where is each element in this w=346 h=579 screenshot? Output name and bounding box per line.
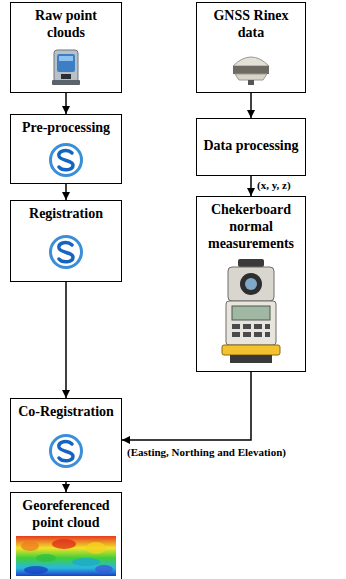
- laser-scanner-picture: [46, 46, 86, 86]
- software-logo: [48, 142, 84, 178]
- gnss-receiver-picture: [229, 46, 273, 86]
- process-box: Georeferenced point cloud: [10, 492, 122, 579]
- software-logo: [48, 433, 84, 469]
- box-title: Chekerboard normal measurements: [197, 202, 305, 252]
- process-box: Pre-processing: [10, 114, 122, 184]
- flow-arrow: [122, 372, 251, 440]
- software-logo: [48, 234, 84, 270]
- box-title: GNSS Rinex data: [197, 8, 305, 42]
- process-box: Registration: [10, 200, 122, 282]
- process-box: Co-Registration: [10, 398, 122, 482]
- flow-arrow: [250, 93, 252, 118]
- point-cloud-picture: [16, 536, 116, 576]
- process-box: GNSS Rinex data: [196, 2, 306, 93]
- box-title: Pre-processing: [11, 120, 121, 137]
- box-title: Registration: [11, 206, 121, 223]
- box-title: Raw point clouds: [11, 8, 121, 42]
- flow-arrow: [65, 482, 67, 492]
- total-station-picture: [216, 257, 286, 365]
- flow-arrow: [250, 176, 252, 196]
- flow-arrow: [65, 93, 67, 114]
- flow-arrow: [65, 184, 67, 200]
- edge-label: (x, y, z): [256, 179, 292, 192]
- box-title: Co-Registration: [11, 404, 121, 421]
- box-title: Georeferenced point cloud: [11, 498, 121, 532]
- box-title: Data processing: [197, 138, 305, 155]
- flow-arrow: [65, 282, 67, 398]
- process-box: Raw point clouds: [10, 2, 122, 93]
- process-box: Chekerboard normal measurements: [196, 196, 306, 372]
- edge-label: (Easting, Northing and Elevation): [126, 446, 287, 459]
- process-box: Data processing: [196, 118, 306, 176]
